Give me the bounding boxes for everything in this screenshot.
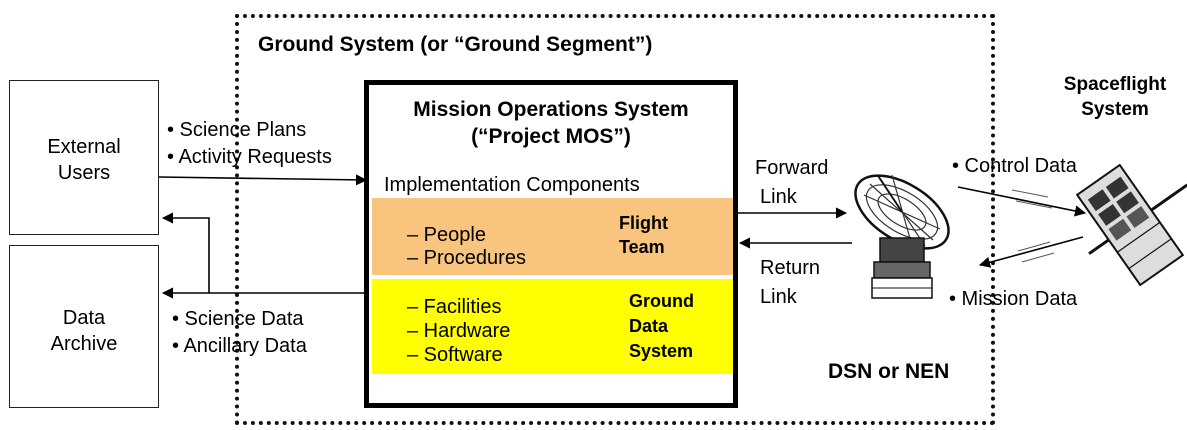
science-plans-label: • Science Plans — [167, 119, 307, 141]
mos-title-line2: (“Project MOS”) — [471, 125, 631, 148]
gds-item-facilities: – Facilities — [407, 296, 502, 318]
dsn-nen-label: DSN or NEN — [828, 360, 950, 383]
flight-team-item-procedures: – Procedures — [407, 247, 526, 269]
ground-data-system-band[interactable]: – Facilities – Hardware – Software Groun… — [372, 279, 733, 374]
gds-label-line1: Ground — [629, 291, 694, 311]
science-data-label: • Science Data — [172, 308, 304, 330]
ground-system-boundary — [235, 14, 995, 425]
flight-team-label-line1: Flight — [619, 213, 668, 233]
data-archive-label-line2: Archive — [50, 333, 118, 355]
mission-data-label: • Mission Data — [949, 288, 1078, 310]
external-users-label-line2: Users — [57, 162, 111, 184]
ground-system-title: Ground System (or “Ground Segment”) — [258, 33, 653, 56]
forward-link-label-line1: Forward — [755, 157, 829, 179]
external-users-label-line1: External — [47, 136, 121, 158]
arrow-branch-to-users — [161, 212, 210, 293]
return-link-label-line2: Link — [760, 286, 797, 308]
gds-item-hardware: – Hardware — [407, 320, 511, 342]
mos-title-line1: Mission Operations System — [413, 98, 689, 121]
arrow-users-to-mos — [158, 174, 368, 186]
gds-label-line3: System — [629, 341, 694, 361]
arrow-mission-data — [978, 236, 1084, 268]
spacecraft-icon — [1075, 163, 1187, 287]
data-archive-box[interactable]: Data Archive — [9, 245, 159, 408]
flight-team-label-line2: Team — [619, 237, 665, 257]
spaceflight-title-line1: Spaceflight — [1063, 74, 1167, 95]
arrow-control-data — [957, 186, 1087, 217]
antenna-dish-icon — [854, 174, 950, 299]
gds-label-line2: Data — [629, 316, 669, 336]
implementation-components-label: Implementation Components — [384, 174, 640, 196]
control-data-label: • Control Data — [952, 155, 1077, 177]
forward-link-label-line2: Link — [760, 186, 797, 208]
external-users-box[interactable]: External Users — [9, 80, 159, 235]
flight-team-item-people: – People — [407, 224, 486, 246]
return-link-label-line1: Return — [760, 257, 821, 279]
spaceflight-title-line2: System — [1081, 99, 1149, 120]
data-archive-label-line1: Data — [62, 307, 106, 329]
flight-team-band[interactable]: – People – Procedures Flight Team — [372, 198, 733, 275]
gds-item-software: – Software — [407, 344, 503, 366]
mos-box[interactable]: Mission Operations System (“Project MOS”… — [364, 80, 738, 408]
ancillary-data-label: • Ancillary Data — [172, 335, 307, 357]
activity-requests-label: • Activity Requests — [167, 146, 332, 168]
